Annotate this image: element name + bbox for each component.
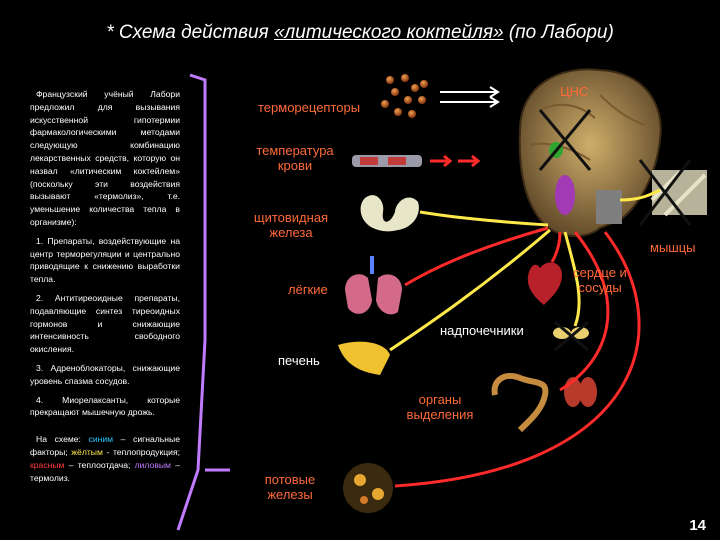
- line-cns-sweat: [394, 231, 641, 488]
- label-liver: печень: [278, 353, 320, 368]
- x-mark-muscles: [638, 159, 692, 226]
- adrenals-icon: [553, 327, 589, 339]
- title-suffix: (по Лабори): [503, 22, 614, 43]
- legend-lilac: лиловым: [134, 459, 171, 470]
- line-cns-adrenals: [563, 231, 581, 327]
- label-adrenals: надпочечники: [440, 323, 524, 338]
- label-heart: сердце и сосуды: [573, 265, 627, 295]
- label-thyroid: щитовидная железа: [253, 210, 329, 240]
- item-1: 1. Препараты, воздействующие на центр те…: [30, 235, 180, 285]
- label-cns: ЦНС: [560, 84, 589, 99]
- x-mark-adrenals: [554, 320, 589, 352]
- slide-title: * Схема действия «литического коктейля» …: [0, 22, 720, 44]
- legend-red-desc: – теплоотдача;: [64, 459, 135, 470]
- thermoreceptors-icon: [381, 74, 428, 118]
- line-cns-muscles: [619, 188, 661, 202]
- sidebar-text: Французский учёный Лабори предложил для …: [30, 88, 180, 490]
- label-excretion: органы выделения: [406, 392, 474, 422]
- sweat-glands-icon: [343, 463, 393, 513]
- legend-yellow-desc: - теплопродукция;: [102, 446, 180, 457]
- page-number: 14: [689, 517, 706, 534]
- brain-icon: [518, 68, 662, 237]
- heart-icon: [527, 262, 562, 305]
- item-4: 4. Миорелаксанты, которые прекращают мыш…: [30, 394, 180, 418]
- white-arrows-icon: [440, 86, 500, 108]
- line-cns-heart: [550, 231, 562, 263]
- legend-cyan: синим: [88, 434, 114, 445]
- lilac-line-sidebar: [176, 73, 207, 531]
- item-3: 3. Адреноблокаторы, снижающие уровень сп…: [30, 362, 180, 386]
- label-sweat: потовые железы: [264, 472, 316, 502]
- legend-red: красным: [30, 459, 65, 470]
- line-cns-excretion: [559, 231, 610, 392]
- line-cns-lungs: [404, 226, 549, 287]
- blood-vessel-icon: [352, 155, 422, 167]
- intro-text: Французский учёный Лабори предложил для …: [30, 89, 180, 227]
- kidney-icon: [564, 377, 597, 407]
- legend-prefix: На схеме:: [36, 434, 89, 445]
- label-muscles: мышцы: [650, 240, 696, 255]
- lungs-icon: [345, 256, 402, 315]
- title-link: «литического коктейля»: [273, 22, 504, 43]
- title-prefix: * Схема действия: [106, 22, 274, 43]
- legend-yellow: жёлтым: [71, 446, 103, 457]
- label-blood-temp: температура крови: [256, 143, 334, 173]
- intestine-icon: [491, 373, 549, 433]
- item-2: 2. Антитиреоидные препараты, подавляющие…: [30, 292, 180, 355]
- muscles-icon: [650, 170, 707, 217]
- label-lungs: лёгкие: [288, 282, 328, 297]
- line-cns-thyroid: [419, 210, 549, 227]
- red-arrows-icon: [430, 154, 481, 168]
- legend-text: На схеме: синим – сигнальные факторы; жё…: [30, 433, 180, 484]
- line-cns-liver: [389, 228, 551, 352]
- label-thermoreceptors: терморецепторы: [258, 100, 361, 115]
- thyroid-icon: [360, 195, 419, 232]
- legend-lilac-desc: – термолиз.: [30, 459, 180, 483]
- liver-icon: [338, 341, 390, 375]
- x-mark-cns: [538, 109, 592, 171]
- legend-cyan-desc: – сигнальные факторы;: [30, 434, 180, 457]
